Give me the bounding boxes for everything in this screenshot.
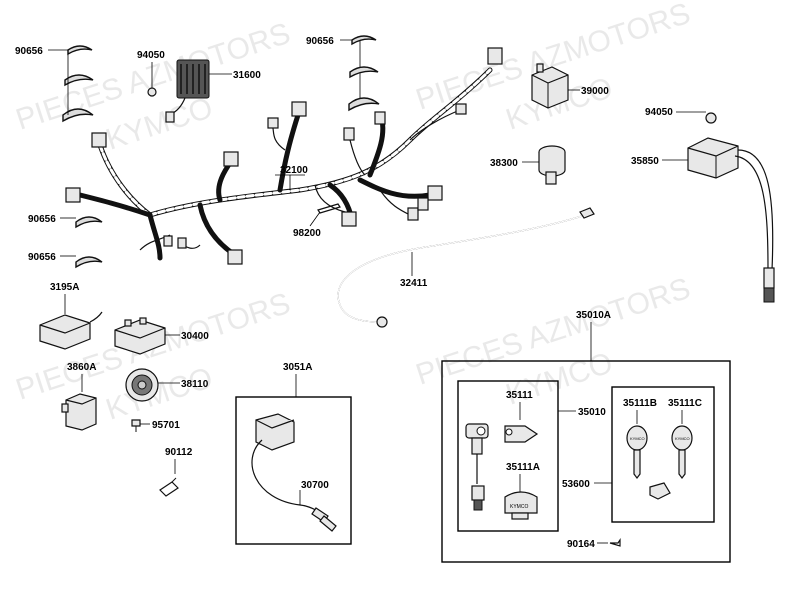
label-94050: 94050 — [645, 107, 673, 118]
key-brand: KYMCO — [510, 504, 528, 510]
regulator-31600 — [165, 59, 210, 123]
key-35111 — [504, 425, 539, 443]
key-35111A: KYMCO — [504, 491, 538, 520]
clip-part — [67, 45, 93, 56]
key-icon — [504, 491, 538, 514]
label-32100: 32100 — [280, 165, 308, 176]
label-90112: 90112 — [165, 447, 193, 458]
bolt-94050-icon — [705, 112, 717, 124]
connector-icon — [487, 47, 503, 65]
connector-icon — [65, 187, 81, 203]
connector-icon — [455, 103, 467, 115]
terminal-icon — [579, 207, 595, 219]
connector-icon — [165, 111, 175, 123]
key-35111B: KYMCO — [626, 425, 648, 479]
label-30700: 30700 — [301, 480, 329, 491]
connector-icon — [763, 287, 775, 303]
label-35111: 35111 — [506, 390, 533, 401]
label-35010A: 35010A — [576, 310, 611, 321]
connector-icon — [341, 211, 357, 227]
part-30400 — [114, 317, 166, 355]
wiring-harness-32100 — [65, 47, 503, 265]
relay-box-icon — [531, 66, 569, 109]
cable-32411 — [337, 207, 595, 328]
part-3860A — [61, 393, 97, 431]
clip-part — [351, 35, 377, 46]
connector-icon — [227, 249, 243, 265]
connector-icon — [407, 207, 419, 221]
connector-icon — [374, 111, 386, 125]
label-90656: 90656 — [15, 46, 43, 57]
clip-part — [64, 74, 94, 87]
part-39000 — [531, 63, 569, 109]
connector-icon — [343, 127, 355, 141]
key-brand: KYMCO — [675, 436, 690, 441]
label-90656: 90656 — [28, 214, 56, 225]
clip-part — [349, 66, 379, 79]
connector-icon — [763, 267, 775, 289]
starter-relay-icon — [687, 137, 739, 179]
connector-icon — [417, 197, 429, 211]
connector-icon — [177, 237, 187, 249]
label-39000: 39000 — [581, 86, 609, 97]
label-3051A: 3051A — [283, 362, 312, 373]
part-3195A — [39, 311, 103, 350]
label-31600: 31600 — [233, 70, 261, 81]
part-38300 — [538, 145, 566, 185]
connector-icon — [291, 101, 307, 117]
label-35010: 35010 — [578, 407, 606, 418]
key-35111C: KYMCO — [671, 425, 693, 479]
clip-part — [62, 108, 94, 123]
clip-90656-group-left — [48, 45, 94, 123]
label-98200: 98200 — [293, 228, 321, 239]
key-brand: KYMCO — [630, 436, 645, 441]
ignition-switch-lock — [465, 423, 489, 511]
label-38110: 38110 — [181, 379, 209, 390]
connector-icon — [163, 235, 173, 247]
group-box-3051A — [235, 396, 352, 545]
group-box-35010A — [441, 360, 731, 563]
starter-relay-35850 — [687, 137, 775, 303]
label-35850: 35850 — [631, 156, 659, 167]
flasher-icon — [65, 393, 97, 431]
ignition-coil-icon — [255, 413, 295, 451]
label-95701: 95701 — [152, 420, 180, 431]
connector-icon — [223, 151, 239, 167]
label-38300: 38300 — [490, 158, 518, 169]
label-53600: 53600 — [562, 479, 590, 490]
bolt-94050-icon — [147, 87, 157, 97]
label-90656: 90656 — [306, 36, 334, 47]
connector-icon — [471, 485, 485, 501]
group-box-35010 — [457, 380, 559, 532]
connector-icon — [267, 117, 279, 129]
label-3860A: 3860A — [67, 362, 96, 373]
label-94050: 94050 — [137, 50, 165, 61]
clip-part — [348, 97, 380, 112]
ignition-coil-30700 — [251, 413, 337, 532]
key-cover — [649, 482, 671, 500]
terminal-icon — [376, 316, 388, 328]
connector-icon — [427, 185, 443, 201]
group-box-53600 — [611, 386, 715, 523]
label-35111A: 35111A — [506, 462, 540, 473]
connector-icon — [91, 132, 107, 148]
label-30400: 30400 — [181, 331, 209, 342]
horn-38110 — [125, 368, 159, 402]
key-cover-icon — [649, 482, 671, 500]
clip-part — [75, 216, 103, 229]
label-90656: 90656 — [28, 252, 56, 263]
label-35111C: 35111C — [668, 398, 702, 409]
label-3195A: 3195A — [50, 282, 79, 293]
clip-part — [75, 256, 103, 269]
label-90164: 90164 — [567, 539, 595, 550]
key-icon — [504, 425, 539, 443]
label-35111B: 35111B — [623, 398, 657, 409]
label-32411: 32411 — [400, 278, 428, 289]
